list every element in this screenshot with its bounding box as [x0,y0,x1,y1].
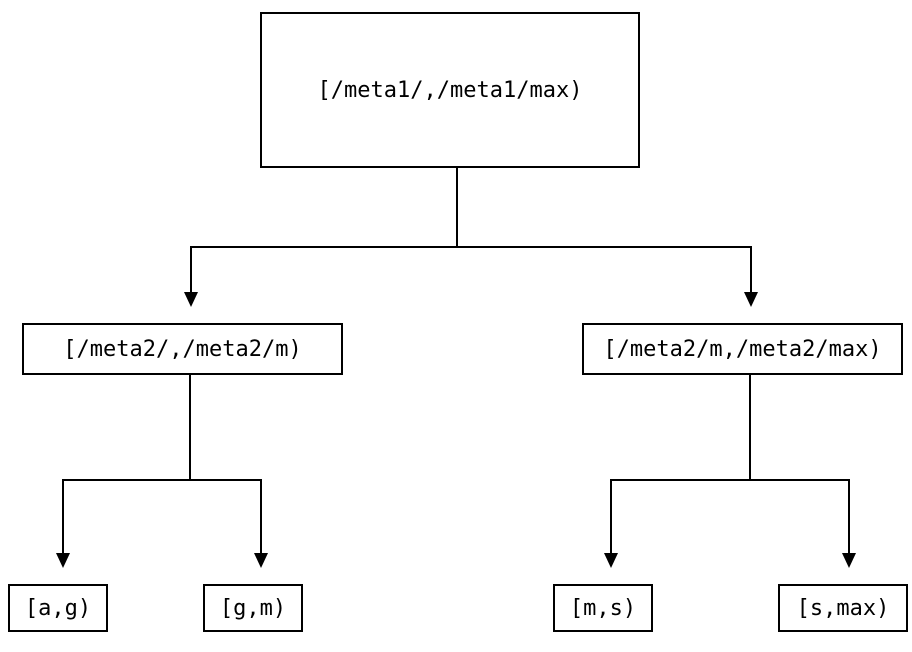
arrowhead-down-icon [842,553,856,568]
tree-node-meta2-right: [/meta2/m,/meta2/max) [582,323,903,375]
connector-right-to-leaf-smax-leg [848,479,850,553]
tree-node-leaf-ag: [a,g) [8,584,108,632]
arrowhead-down-icon [604,553,618,568]
connector-right-bar [610,479,850,481]
tree-node-leaf-ms: [m,s) [553,584,653,632]
tree-node-meta2-left: [/meta2/,/meta2/m) [22,323,343,375]
connector-left-to-leaf-gm-leg [260,479,262,553]
connector-left-stem [189,375,191,481]
connector-right-stem [749,375,751,481]
tree-node-root: [/meta1/,/meta1/max) [260,12,640,168]
arrowhead-down-icon [184,292,198,307]
tree-node-leaf-smax: [s,max) [778,584,908,632]
connector-root-stem [456,168,458,248]
arrowhead-down-icon [56,553,70,568]
connector-left-to-leaf-ag-leg [62,479,64,553]
connector-right-to-leaf-ms-leg [610,479,612,553]
arrowhead-down-icon [254,553,268,568]
tree-node-leaf-gm: [g,m) [203,584,303,632]
connector-level1-bar [190,246,752,248]
connector-root-to-right-leg [750,246,752,292]
connector-left-bar [62,479,262,481]
connector-root-to-left-leg [190,246,192,292]
arrowhead-down-icon [744,292,758,307]
